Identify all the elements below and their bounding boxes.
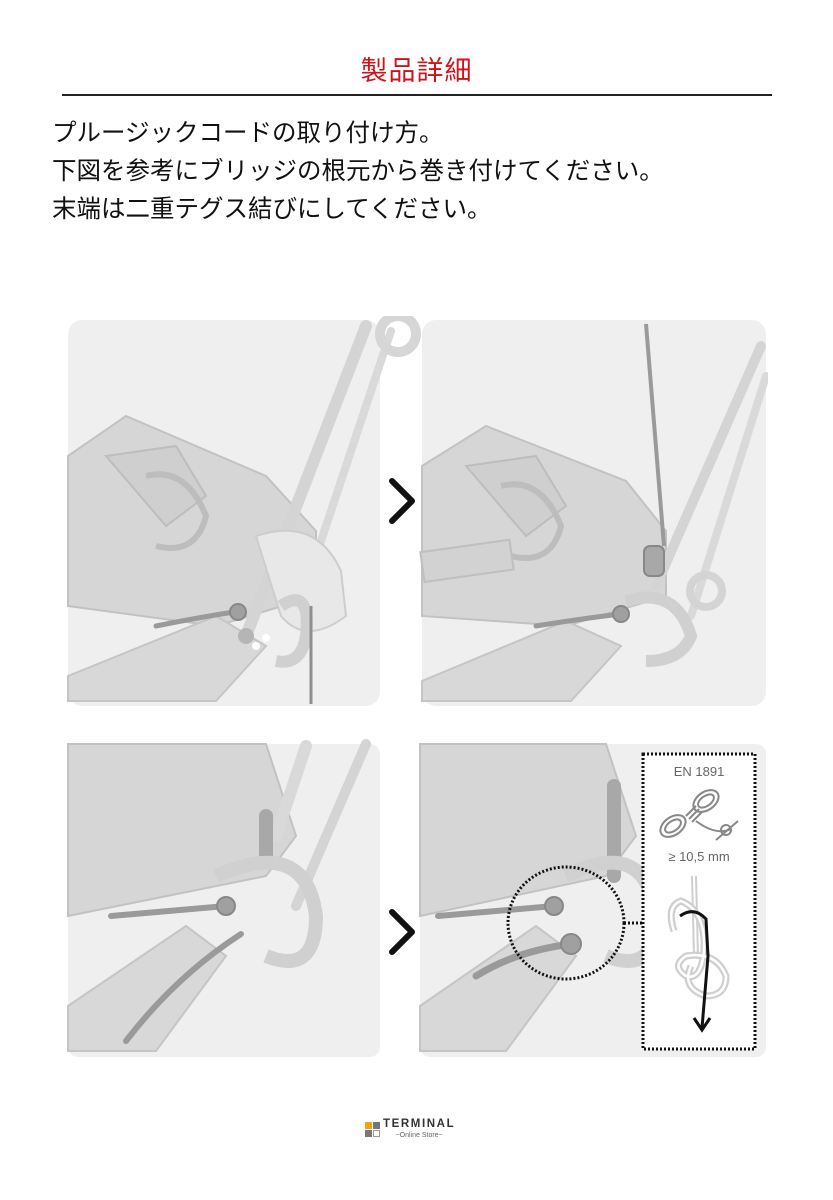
- brand-subtitle: ~Online Store~: [395, 1131, 443, 1139]
- logo-mark-icon: [365, 1121, 380, 1137]
- specification-inset: EN 1891 ≥ 10,5 mm: [641, 752, 757, 1051]
- step-arrow-icon: [389, 909, 415, 955]
- step-3-illustration: [67, 739, 380, 1057]
- instructions-text: プルージックコードの取り付け方。 下図を参考にブリッジの根元から巻き付けてくださ…: [52, 114, 664, 228]
- knot-diagram-icon: [667, 875, 730, 1029]
- instruction-line-2: 下図を参考にブリッジの根元から巻き付けてください。: [52, 156, 664, 185]
- step-2-illustration: [419, 320, 768, 706]
- instruction-line-3: 末端は二重テグス結びにしてください。: [52, 194, 492, 223]
- instruction-line-1: プルージックコードの取り付け方。: [52, 118, 444, 147]
- brand-name: TERMINAL: [383, 1118, 456, 1131]
- installation-diagram: EN 1891 ≥ 10,5 mm: [66, 316, 768, 1061]
- store-logo: TERMINAL ~Online Store~: [365, 1118, 455, 1140]
- rope-coil-icon: [659, 789, 739, 841]
- step-1-illustration: [67, 316, 421, 706]
- section-title: 製品詳細: [360, 56, 473, 87]
- diameter-label: ≥ 10,5 mm: [668, 849, 729, 864]
- step-arrow-icon: [389, 478, 415, 524]
- arrow-down-icon: [692, 1017, 712, 1033]
- title-divider: [62, 94, 772, 96]
- standard-label: EN 1891: [674, 764, 725, 779]
